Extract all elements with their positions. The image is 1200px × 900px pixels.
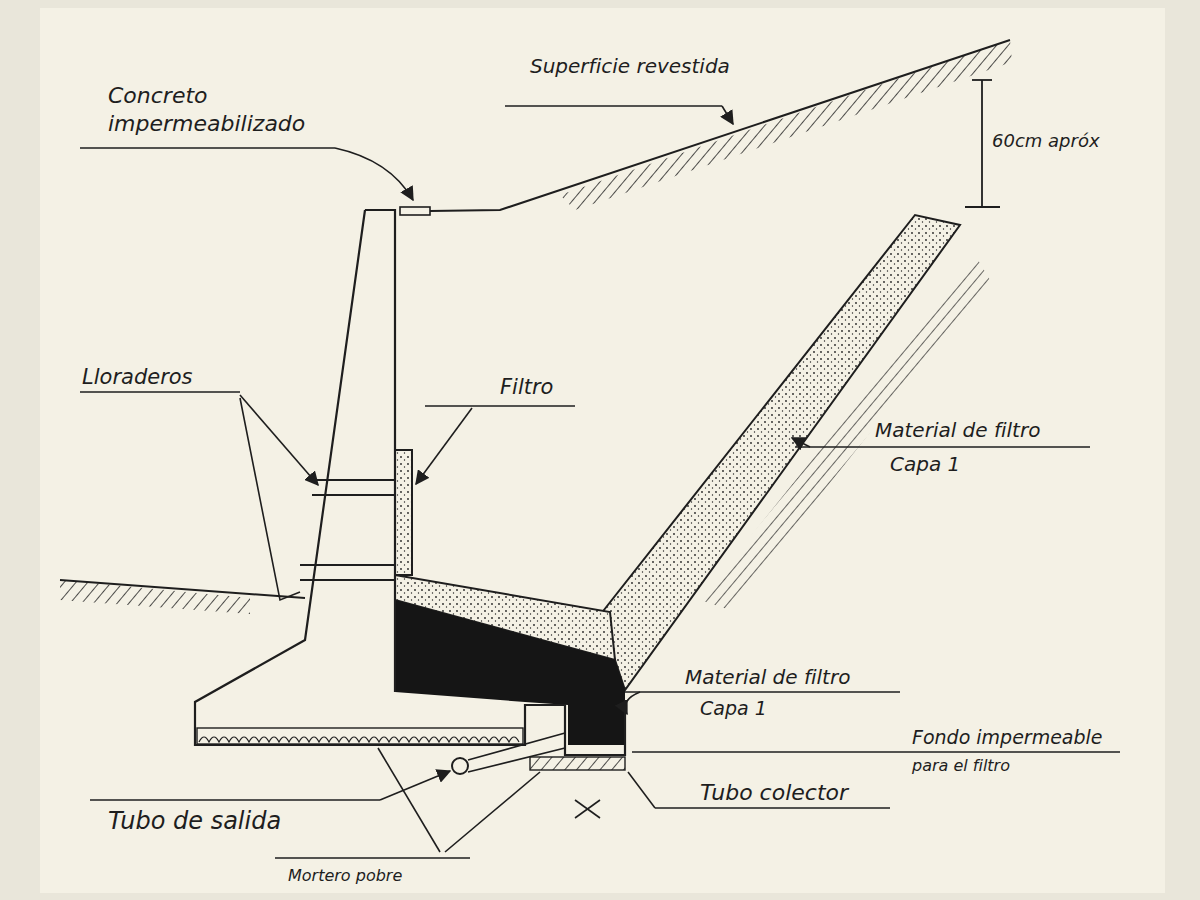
vertical-filter	[395, 450, 412, 575]
annotation-label: Material de filtro	[875, 418, 1040, 443]
annotation-label: Superficie revestida	[530, 54, 730, 79]
annotation-label: Mortero pobre	[288, 866, 402, 886]
annotation-label: Capa 1	[890, 452, 960, 477]
annotation-label: Lloraderos	[82, 364, 193, 390]
retaining-wall	[195, 210, 625, 755]
surface-line	[430, 40, 1010, 211]
ground-hatch	[60, 580, 250, 614]
outlet-pipe	[452, 758, 468, 774]
waterproof-cap	[400, 207, 430, 215]
leader-lines	[80, 106, 1120, 858]
annotation-label: Concreto impermeabilizado	[108, 82, 343, 137]
annotation-label: 60cm apróx	[992, 130, 1100, 153]
annotation-label: para el filtro	[912, 756, 1010, 776]
collector-pipe	[530, 757, 625, 770]
annotation-label: Capa 1	[700, 697, 767, 721]
annotation-label: Tubo colector	[700, 779, 848, 807]
annotation-label: Material de filtro	[685, 665, 850, 690]
annotation-label: Filtro	[500, 374, 553, 400]
annotation-label: Tubo de salida	[108, 806, 281, 836]
annotation-label: Fondo impermeable	[912, 726, 1103, 750]
mortar-base	[199, 737, 519, 742]
impermeable-bottom	[395, 600, 625, 745]
paper-sheet	[40, 8, 1165, 893]
weep-holes	[300, 480, 395, 580]
filter-layer-slope	[600, 215, 960, 690]
